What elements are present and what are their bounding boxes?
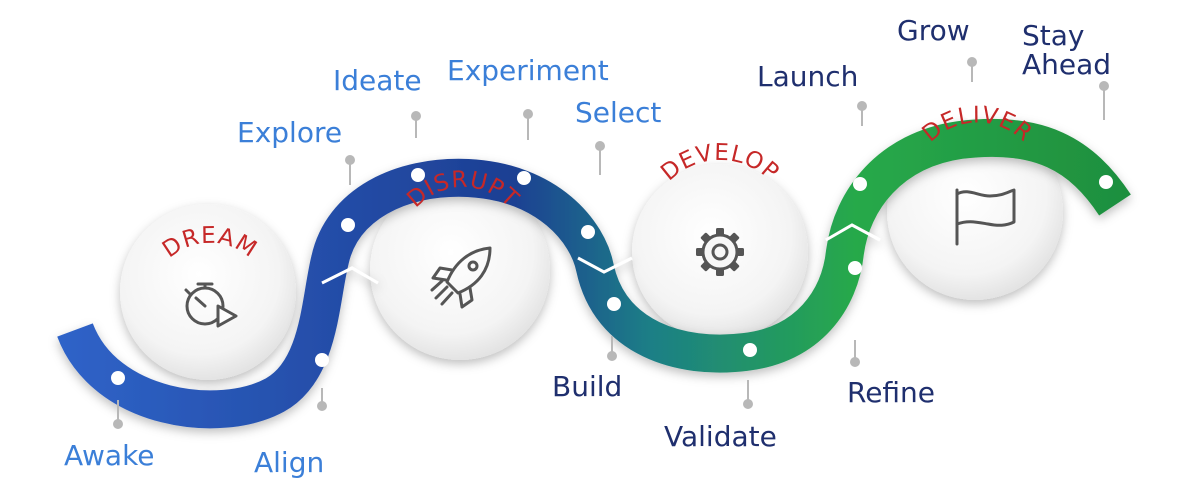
dot-validate bbox=[743, 343, 757, 357]
dot-select bbox=[581, 225, 595, 239]
step-label-select: Select bbox=[575, 96, 662, 129]
dot-refine bbox=[848, 261, 862, 275]
flag-icon bbox=[955, 188, 1016, 246]
disrupt-circle bbox=[370, 180, 550, 360]
deliver-circle bbox=[887, 124, 1063, 300]
step-label-align: Align bbox=[254, 446, 325, 479]
step-label-refine: Refine bbox=[847, 376, 936, 409]
dot-stay-ahead bbox=[1099, 175, 1113, 189]
stopwatch-play-icon bbox=[184, 282, 238, 328]
step-label-experiment: Experiment bbox=[447, 54, 609, 87]
dot-grow bbox=[963, 105, 977, 119]
dot-explore bbox=[341, 218, 355, 232]
step-label-ideate: Ideate bbox=[333, 64, 422, 97]
step-label-build: Build bbox=[552, 370, 623, 403]
stay-ahead-line-1: Stay bbox=[1022, 19, 1085, 52]
step-label-explore: Explore bbox=[237, 116, 343, 149]
gear-icon bbox=[696, 228, 744, 276]
step-label-launch: Launch bbox=[757, 60, 859, 93]
step-label-validate: Validate bbox=[664, 420, 777, 453]
dot-ideate bbox=[411, 168, 425, 182]
rocket-icon bbox=[430, 246, 492, 309]
dot-awake bbox=[111, 371, 125, 385]
ribbon bbox=[57, 118, 1131, 429]
step-dots bbox=[111, 105, 1113, 385]
step-label-stay-ahead: Stay Ahead bbox=[1022, 21, 1111, 79]
ribbon-fold-2 bbox=[577, 256, 633, 274]
pointer-markers bbox=[113, 57, 1109, 429]
step-label-grow: Grow bbox=[897, 14, 970, 47]
dot-align bbox=[315, 353, 329, 367]
dot-launch bbox=[853, 177, 867, 191]
dot-experiment bbox=[517, 171, 531, 185]
ribbon-fold-1 bbox=[321, 266, 379, 285]
stage-circles bbox=[120, 124, 1063, 380]
dot-build bbox=[607, 297, 621, 311]
stay-ahead-line-2: Ahead bbox=[1022, 48, 1112, 81]
dream-circle bbox=[120, 204, 296, 380]
ribbon-fold-3 bbox=[825, 223, 881, 242]
step-label-awake: Awake bbox=[64, 439, 155, 472]
